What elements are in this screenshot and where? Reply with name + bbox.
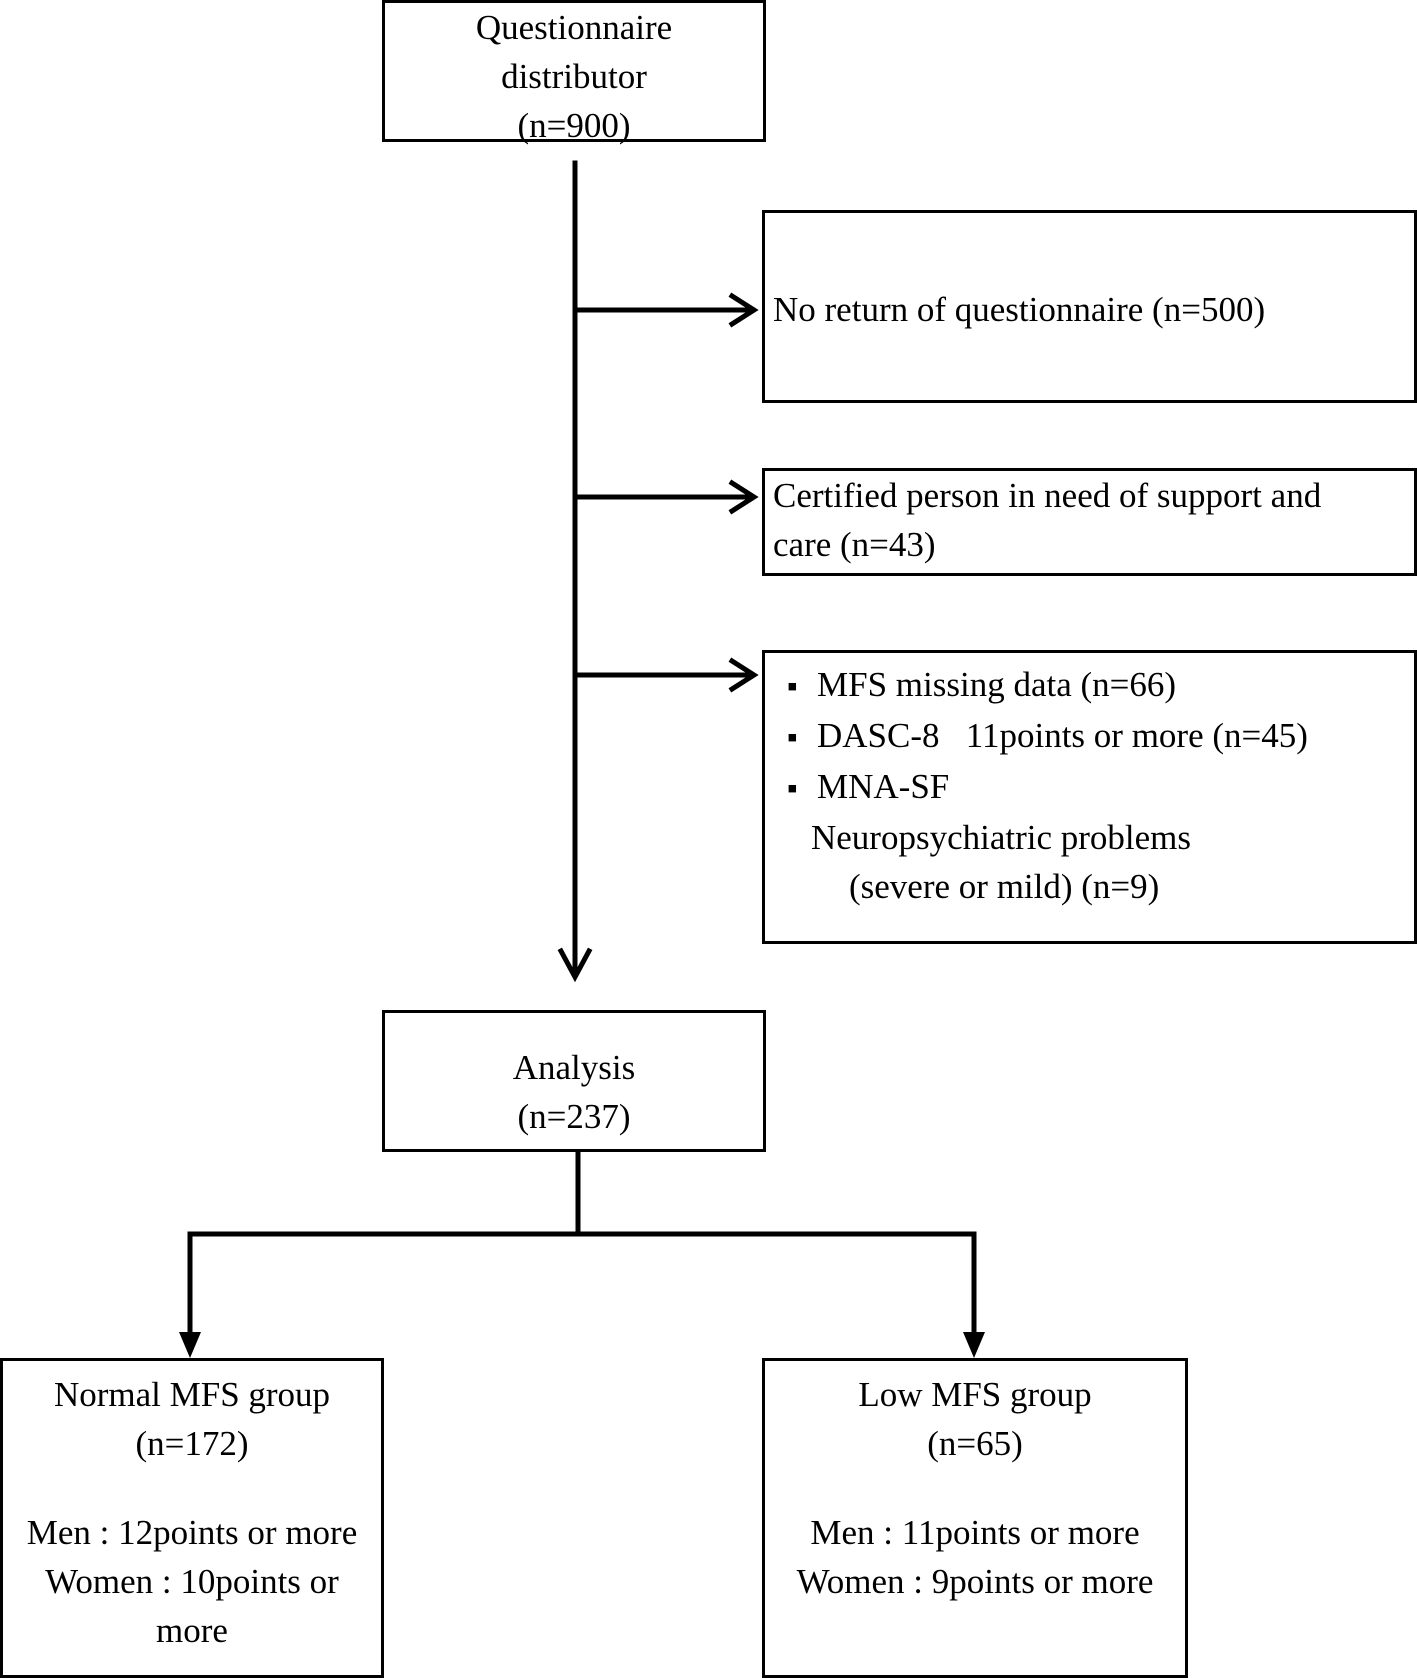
no-return-text: No return of questionnaire (n=500) bbox=[773, 290, 1266, 329]
no-return-arrowhead bbox=[728, 292, 759, 328]
certified-box: Certified person in need of support and … bbox=[762, 468, 1417, 576]
low-criteria-women: Women : 9points or more bbox=[796, 1562, 1154, 1601]
exclusion-item-label: MNA-SF bbox=[817, 767, 950, 806]
low-group-count: (n=65) bbox=[927, 1424, 1023, 1463]
bullet-icon: ▪ bbox=[787, 670, 798, 703]
exclusions-arrowhead bbox=[728, 657, 759, 693]
left-arrowhead bbox=[179, 1332, 201, 1358]
low-group-title: Low MFS group bbox=[858, 1375, 1092, 1414]
mna-sf-subline-2: (severe or mild) (n=9) bbox=[849, 867, 1160, 906]
distributor-line-2: distributor bbox=[501, 57, 647, 96]
exclusion-item-mna-sf: ▪ MNA-SF bbox=[787, 762, 1414, 813]
main-arrowhead bbox=[557, 947, 593, 983]
normal-group-title: Normal MFS group bbox=[53, 1375, 331, 1414]
exclusion-item-label: MFS missing data (n=66) bbox=[817, 665, 1177, 704]
no-return-box: No return of questionnaire (n=500) bbox=[762, 210, 1417, 403]
exclusions-box: ▪ MFS missing data (n=66) ▪ DASC-8 11poi… bbox=[762, 650, 1417, 944]
bullet-icon: ▪ bbox=[787, 772, 798, 805]
exclusion-item-dasc8: ▪ DASC-8 11points or more (n=45) bbox=[787, 711, 1414, 762]
normal-group-count: (n=172) bbox=[135, 1424, 249, 1463]
normal-mfs-group-box: Normal MFS group (n=172) Men : 12points … bbox=[0, 1358, 384, 1678]
distributor-line-1: Questionnaire bbox=[475, 8, 673, 47]
certified-line-2: care (n=43) bbox=[773, 525, 936, 564]
bullet-icon: ▪ bbox=[787, 721, 798, 754]
analysis-box: Analysis (n=237) bbox=[382, 1010, 766, 1152]
low-mfs-group-box: Low MFS group (n=65) Men : 11points or m… bbox=[762, 1358, 1188, 1678]
exclusion-item-label: DASC-8 11points or more (n=45) bbox=[817, 716, 1308, 755]
right-arrowhead bbox=[963, 1332, 985, 1358]
analysis-line-1: Analysis bbox=[512, 1048, 636, 1087]
certified-line-1: Certified person in need of support and bbox=[773, 476, 1322, 515]
certified-arrowhead bbox=[728, 479, 759, 515]
mna-sf-subline-1: Neuropsychiatric problems bbox=[811, 818, 1192, 857]
analysis-line-2: (n=237) bbox=[517, 1097, 631, 1136]
distributor-line-3: (n=900) bbox=[517, 106, 631, 145]
normal-criteria-men: Men : 12points or more bbox=[26, 1513, 358, 1552]
questionnaire-distributor-box: Questionnaire distributor (n=900) bbox=[382, 0, 766, 145]
low-criteria-men: Men : 11points or more bbox=[810, 1513, 1140, 1552]
exclusion-item-mfs-missing: ▪ MFS missing data (n=66) bbox=[787, 660, 1414, 711]
normal-criteria-continued: more bbox=[156, 1611, 228, 1650]
normal-criteria-women: Women : 10points or bbox=[45, 1562, 339, 1601]
